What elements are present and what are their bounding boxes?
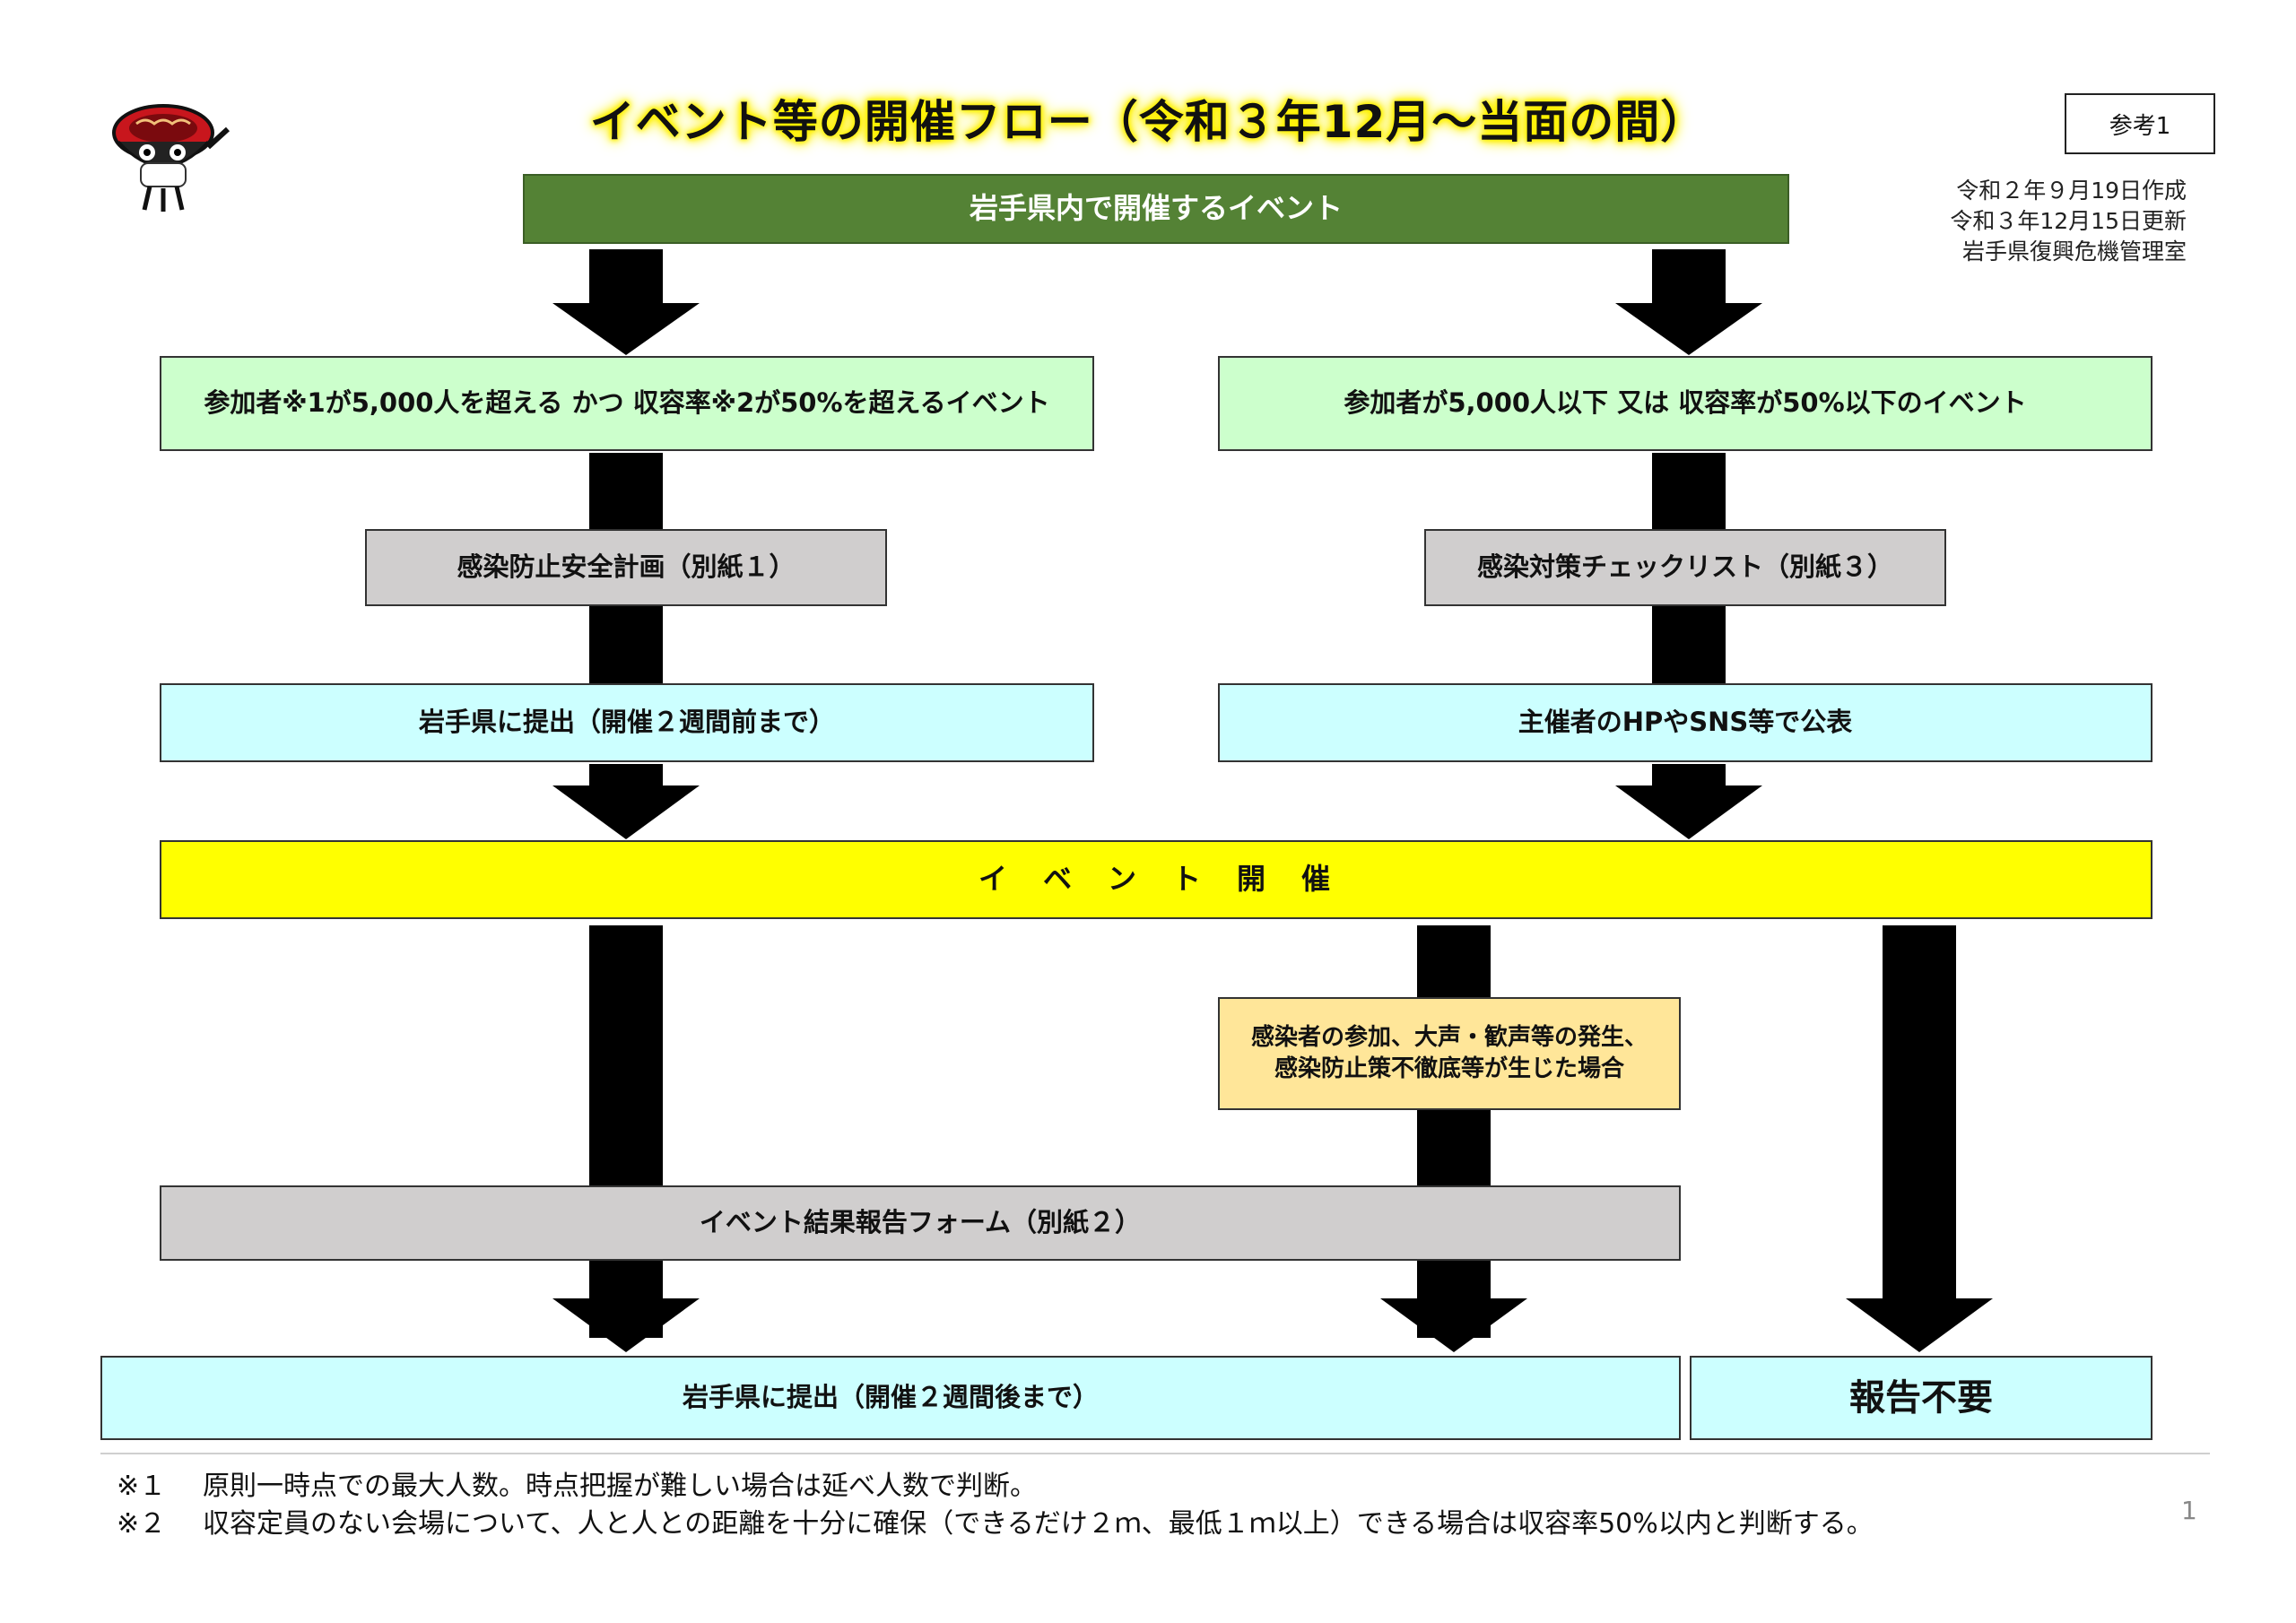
reference-label: 参考1: [2065, 93, 2215, 154]
node-left-submit: 岩手県に提出（開催２週間前まで）: [160, 683, 1094, 762]
node-right-publish: 主催者のHPやSNS等で公表: [1218, 683, 2152, 762]
incident-line-1: 感染者の参加、大声・歓声等の発生、: [1250, 1023, 1648, 1051]
footnote-1: ※１ 原則一時点での最大人数。時点把握が難しい場合は延べ人数で判断。: [117, 1463, 1037, 1503]
arrow-down-right-3: [1846, 925, 1993, 1352]
node-incident: 感染者の参加、大声・歓声等の発生、 感染防止策不徹底等が生じた場合: [1218, 997, 1681, 1110]
document-meta: 令和２年９月19日作成 令和３年12月15日更新 岩手県復興危機管理室: [1848, 176, 2187, 267]
created-date: 令和２年９月19日作成: [1956, 178, 2187, 204]
node-left-condition: 参加者※1が5,000人を超える かつ 収容率※2が50%を超えるイベント: [160, 356, 1094, 451]
node-right-condition: 参加者が5,000人以下 又は 収容率が50%以下のイベント: [1218, 356, 2152, 451]
updated-date: 令和３年12月15日更新: [1950, 208, 2187, 234]
arrow-down-right-2: [1615, 764, 1762, 839]
arrow-down-left-3: [552, 1263, 700, 1352]
node-left-plan: 感染防止安全計画（別紙１）: [365, 529, 887, 606]
mascot-icon: [112, 104, 230, 212]
node-post-submit: 岩手県に提出（開催２週間後まで）: [100, 1356, 1681, 1440]
arrow-down-mid-3: [1380, 1263, 1527, 1352]
page-title: イベント等の開催フロー（令和３年12月～当面の間）: [589, 96, 1707, 148]
arrow-down-right-1: [1615, 249, 1762, 355]
node-top-event: 岩手県内で開催するイベント: [523, 174, 1789, 244]
page-number: 1: [2181, 1496, 2197, 1525]
node-result-form: イベント結果報告フォーム（別紙２）: [160, 1185, 1681, 1261]
arrow-down-left-1: [552, 249, 700, 355]
footnote-1-text: 原則一時点での最大人数。時点把握が難しい場合は延べ人数で判断。: [203, 1471, 1037, 1502]
node-right-checklist: 感染対策チェックリスト（別紙３）: [1424, 529, 1946, 606]
incident-line-2: 感染防止策不徹底等が生じた場合: [1274, 1055, 1624, 1082]
node-event-held: イ ベ ン ト 開 催: [160, 840, 2152, 919]
footnote-2-mark: ※２: [117, 1508, 167, 1540]
footnote-2-text: 収容定員のない会場について、人と人との距離を十分に確保（できるだけ２ｍ、最低１ｍ…: [203, 1508, 1874, 1540]
footer-divider: [100, 1453, 2210, 1454]
footnote-1-mark: ※１: [117, 1471, 167, 1502]
issuing-office: 岩手県復興危機管理室: [1961, 239, 2187, 265]
arrow-down-left-2: [552, 764, 700, 839]
footnote-2: ※２ 収容定員のない会場について、人と人との距離を十分に確保（できるだけ２ｍ、最低…: [117, 1501, 1874, 1541]
node-no-report: 報告不要: [1690, 1356, 2152, 1440]
